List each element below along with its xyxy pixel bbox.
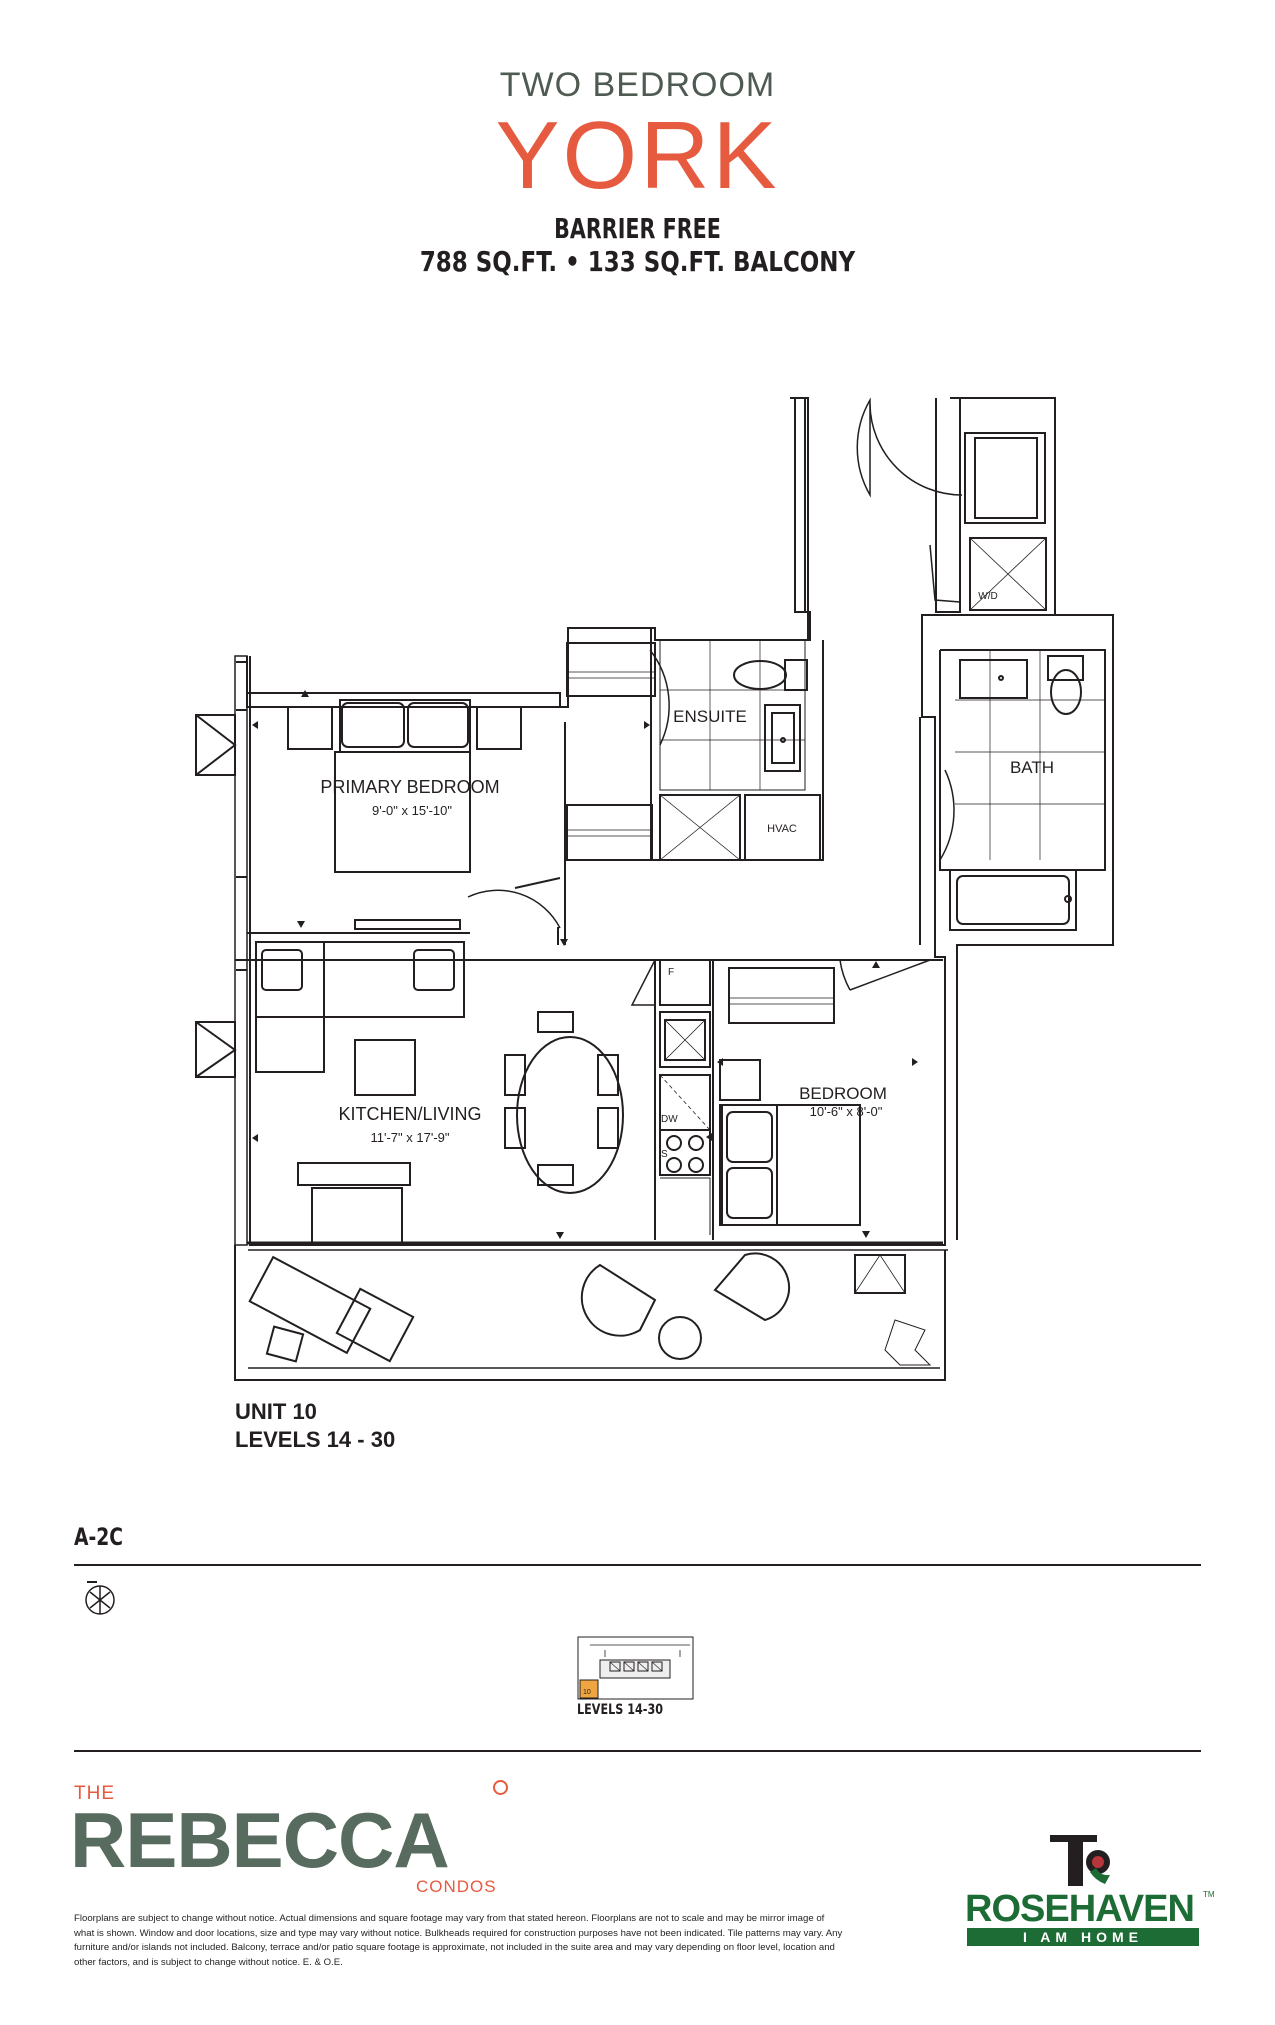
room-label-primary-bedroom: PRIMARY BEDROOM [320,777,499,797]
room-label-hvac: HVAC [767,823,797,835]
room-label-ensuite: ENSUITE [673,707,747,726]
key-plan [577,1636,694,1700]
disclaimer: Floorplans are subject to change without… [74,1913,843,1968]
exterior-wall-outer [249,397,1056,1246]
fridge-label: F [668,967,674,978]
plan-code: A-2C [74,1523,124,1551]
room-dims-primary-bedroom: 9'-0" x 15'-10" [372,803,452,818]
suite-name: YORK [495,102,780,209]
stove-label: S [661,1149,668,1160]
divider-bottom [74,1750,1201,1752]
rosehaven-logo-wordmark: ROSEHAVEN [965,1888,1195,1930]
rebecca-logo-wordmark: REBECCA [70,1796,450,1884]
registered-mark-icon [493,1780,508,1795]
rebecca-logo-the: THE [74,1783,115,1804]
key-plan-unit-number: 10 [583,1689,591,1696]
unit-label: UNIT 10 [235,1399,317,1424]
rosehaven-tagline: I AM HOME [967,1928,1199,1946]
compass-icon [85,1581,115,1615]
key-plan-unit-highlight [579,1679,599,1699]
key-plan-label: LEVELS 14-30 [577,1702,664,1718]
rosehaven-trademark: TM [1203,1890,1215,1899]
rosehaven-emblem-icon [1050,1835,1110,1886]
room-label-bedroom: BEDROOM [799,1084,887,1103]
suite-type: TWO BEDROOM [499,66,776,104]
room-label-kitchen-living: KITCHEN/LIVING [338,1104,481,1124]
square-footage: 788 SQ.FT. • 133 SQ.FT. BALCONY [419,245,856,278]
room-label-bath: BATH [1010,758,1054,777]
barrier-free-label: BARRIER FREE [554,212,721,245]
room-dims-bedroom: 10'-6" x 8'-0" [810,1104,883,1119]
dishwasher-label: DW [661,1114,678,1125]
rebecca-logo-condos: CONDOS [416,1877,497,1896]
divider-top [74,1564,1201,1566]
levels-label: LEVELS 14 - 30 [235,1427,396,1452]
room-dims-kitchen-living: 11'-7" x 17'-9" [371,1130,450,1145]
room-label-wd: W/D [978,591,997,602]
unit-info: UNIT 10 LEVELS 14 - 30 [235,1398,395,1454]
exterior-wall [246,397,811,708]
